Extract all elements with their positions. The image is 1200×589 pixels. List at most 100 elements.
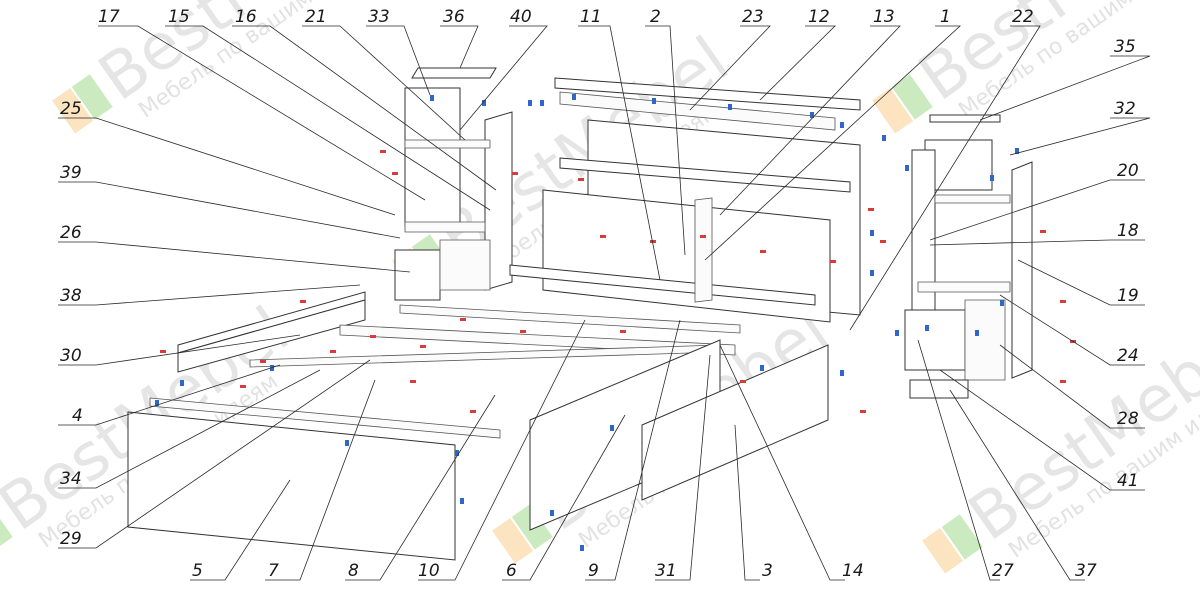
leader-37 xyxy=(949,389,1085,581)
watermark-orange-mark xyxy=(922,528,964,574)
connector-marker xyxy=(840,370,844,376)
leader-22 xyxy=(849,25,1041,331)
callout-15: 15 xyxy=(168,7,190,27)
footboard-panel xyxy=(127,411,456,561)
left-bedside-shelf xyxy=(394,67,513,301)
callout-3: 3 xyxy=(762,561,773,581)
connector-marker xyxy=(810,112,814,118)
screw-marker xyxy=(370,335,376,338)
callout-41: 41 xyxy=(1117,471,1139,491)
left-shelf-lower-board xyxy=(404,221,486,233)
callout-37: 37 xyxy=(1075,561,1097,581)
connector-marker xyxy=(905,165,909,171)
callout-38: 38 xyxy=(60,286,82,306)
screw-marker xyxy=(760,250,766,253)
leader-25 xyxy=(58,117,396,216)
connector-marker xyxy=(990,175,994,181)
screw-marker xyxy=(470,410,476,413)
leader-8 xyxy=(345,394,496,581)
screw-marker xyxy=(330,350,336,353)
leader-5 xyxy=(190,479,291,581)
callout-9: 9 xyxy=(588,561,599,581)
left-shelf-side-panel xyxy=(484,111,513,291)
connector-marker xyxy=(975,330,979,336)
left-drawer-front xyxy=(394,249,441,301)
callout-4: 4 xyxy=(72,406,83,426)
right-shelf-top-board xyxy=(929,114,1001,123)
screw-marker xyxy=(160,350,166,353)
screw-marker xyxy=(578,178,584,181)
watermark-green-mark xyxy=(941,514,983,560)
leader-31 xyxy=(655,354,711,581)
callout-13: 13 xyxy=(873,7,895,27)
headboard-top-shelf xyxy=(554,77,861,111)
leader-11 xyxy=(578,25,661,281)
callout-10: 10 xyxy=(418,561,440,581)
screw-marker xyxy=(410,380,416,383)
connector-marker xyxy=(1000,300,1004,306)
callout-39: 39 xyxy=(60,163,82,183)
connector-marker xyxy=(528,100,532,106)
callout-26: 26 xyxy=(60,223,82,243)
connector-marker xyxy=(728,104,732,110)
leader-34 xyxy=(58,369,321,489)
screw-marker xyxy=(512,172,518,175)
headboard-lower-shelf xyxy=(509,264,816,306)
left-shelf-middle-board xyxy=(404,139,491,149)
connector-marker xyxy=(482,100,486,106)
right-bedside-shelf xyxy=(904,114,1033,399)
watermark-green-mark xyxy=(71,74,113,120)
connector-marker xyxy=(580,545,584,551)
connector-marker xyxy=(652,98,656,104)
leader-13 xyxy=(719,25,901,216)
screw-marker xyxy=(392,172,398,175)
left-shelf-top-board xyxy=(411,67,497,79)
right-shelf-right-side xyxy=(1011,161,1033,379)
callout-17: 17 xyxy=(98,7,120,27)
leader-27 xyxy=(917,339,1000,581)
leader-12 xyxy=(759,25,836,101)
callout-27: 27 xyxy=(992,561,1014,581)
connector-marker xyxy=(870,270,874,276)
leader-2 xyxy=(645,25,686,256)
connector-marker xyxy=(550,510,554,516)
screw-marker xyxy=(520,330,526,333)
callout-23: 23 xyxy=(742,7,764,27)
screw-marker xyxy=(620,330,626,333)
leader-17 xyxy=(98,25,426,201)
headboard-upper-rail xyxy=(559,91,836,131)
screw-marker xyxy=(260,360,266,363)
callout-30: 30 xyxy=(60,346,82,366)
leader-15 xyxy=(165,25,491,211)
screw-marker xyxy=(300,300,306,303)
watermark-green-mark xyxy=(891,74,933,120)
callout-40: 40 xyxy=(510,7,532,27)
callout-8: 8 xyxy=(348,561,359,581)
callout-2: 2 xyxy=(650,7,661,27)
watermark-orange-mark xyxy=(492,518,534,564)
leader-6 xyxy=(502,414,626,581)
leader-lines xyxy=(58,25,1151,581)
callout-7: 7 xyxy=(268,561,279,581)
rear-cross-bar xyxy=(399,304,741,334)
connector-marker xyxy=(925,325,929,331)
headboard-divider xyxy=(694,197,713,303)
screw-marker xyxy=(600,235,606,238)
leader-4 xyxy=(58,364,281,426)
callout-33: 33 xyxy=(368,7,390,27)
screw-marker xyxy=(860,410,866,413)
callout-12: 12 xyxy=(808,7,830,27)
callout-labels: 17 15 16 21 33 36 40 11 2 23 12 13 1 22 … xyxy=(60,7,1139,581)
callout-1: 1 xyxy=(940,7,951,27)
leader-1 xyxy=(704,25,962,261)
headboard-assembly xyxy=(509,77,861,323)
callout-22: 22 xyxy=(1012,7,1034,27)
screw-marker xyxy=(1040,230,1046,233)
screw-marker xyxy=(830,260,836,263)
callout-36: 36 xyxy=(443,7,465,27)
screw-marker xyxy=(460,318,466,321)
headboard-middle-shelf xyxy=(559,157,851,193)
left-side-rail xyxy=(177,299,366,373)
